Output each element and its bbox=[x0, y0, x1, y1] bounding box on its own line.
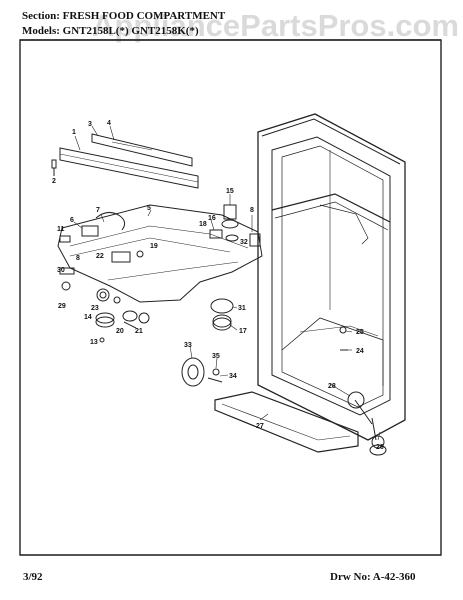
callout-34: 34 bbox=[229, 373, 237, 380]
callout-18: 18 bbox=[199, 221, 207, 228]
callout-4: 4 bbox=[107, 120, 111, 127]
watermark: AppliancePartsPros.com bbox=[92, 8, 459, 43]
callout-26: 26 bbox=[376, 444, 384, 451]
callout-24: 24 bbox=[356, 348, 364, 355]
callout-23: 23 bbox=[91, 305, 99, 312]
models-line: Models: GNT2158L(*) GNT2158K(*) bbox=[22, 25, 199, 37]
drawing-frame bbox=[19, 39, 442, 556]
callout-25: 25 bbox=[356, 329, 364, 336]
callout-20: 20 bbox=[116, 328, 124, 335]
callout-16: 16 bbox=[208, 215, 216, 222]
callout-2: 2 bbox=[52, 178, 56, 185]
callout-13: 13 bbox=[90, 339, 98, 346]
callout-8a: 8 bbox=[76, 255, 80, 262]
callout-33: 33 bbox=[184, 342, 192, 349]
callout-6: 6 bbox=[70, 217, 74, 224]
callout-32: 32 bbox=[240, 239, 248, 246]
callout-29: 29 bbox=[58, 303, 66, 310]
callout-15: 15 bbox=[226, 188, 234, 195]
callout-leaders bbox=[73, 125, 381, 441]
callout-labels: 1 2 3 4 5 6 7 8 8 11 13 14 15 16 17 18 1… bbox=[52, 120, 384, 451]
callout-8b: 8 bbox=[250, 207, 254, 214]
drawing-number: Drw No: A-42-360 bbox=[330, 571, 416, 583]
callout-3: 3 bbox=[88, 121, 92, 128]
callout-1: 1 bbox=[72, 129, 76, 136]
revision-date: 3/92 bbox=[23, 571, 43, 583]
callout-21: 21 bbox=[135, 328, 143, 335]
callout-19: 19 bbox=[150, 243, 158, 250]
callout-22: 22 bbox=[96, 253, 104, 260]
callout-14: 14 bbox=[84, 314, 92, 321]
callout-30: 30 bbox=[57, 267, 65, 274]
callout-7: 7 bbox=[96, 207, 100, 214]
callout-17: 17 bbox=[239, 328, 247, 335]
drawing-linework bbox=[51, 113, 406, 456]
callout-28: 28 bbox=[328, 383, 336, 390]
callout-31: 31 bbox=[238, 305, 246, 312]
callout-11: 11 bbox=[57, 226, 65, 233]
callout-5: 5 bbox=[147, 205, 151, 212]
callout-27: 27 bbox=[256, 423, 264, 430]
section-title: Section: FRESH FOOD COMPARTMENT bbox=[22, 10, 226, 22]
callout-35: 35 bbox=[212, 353, 220, 360]
